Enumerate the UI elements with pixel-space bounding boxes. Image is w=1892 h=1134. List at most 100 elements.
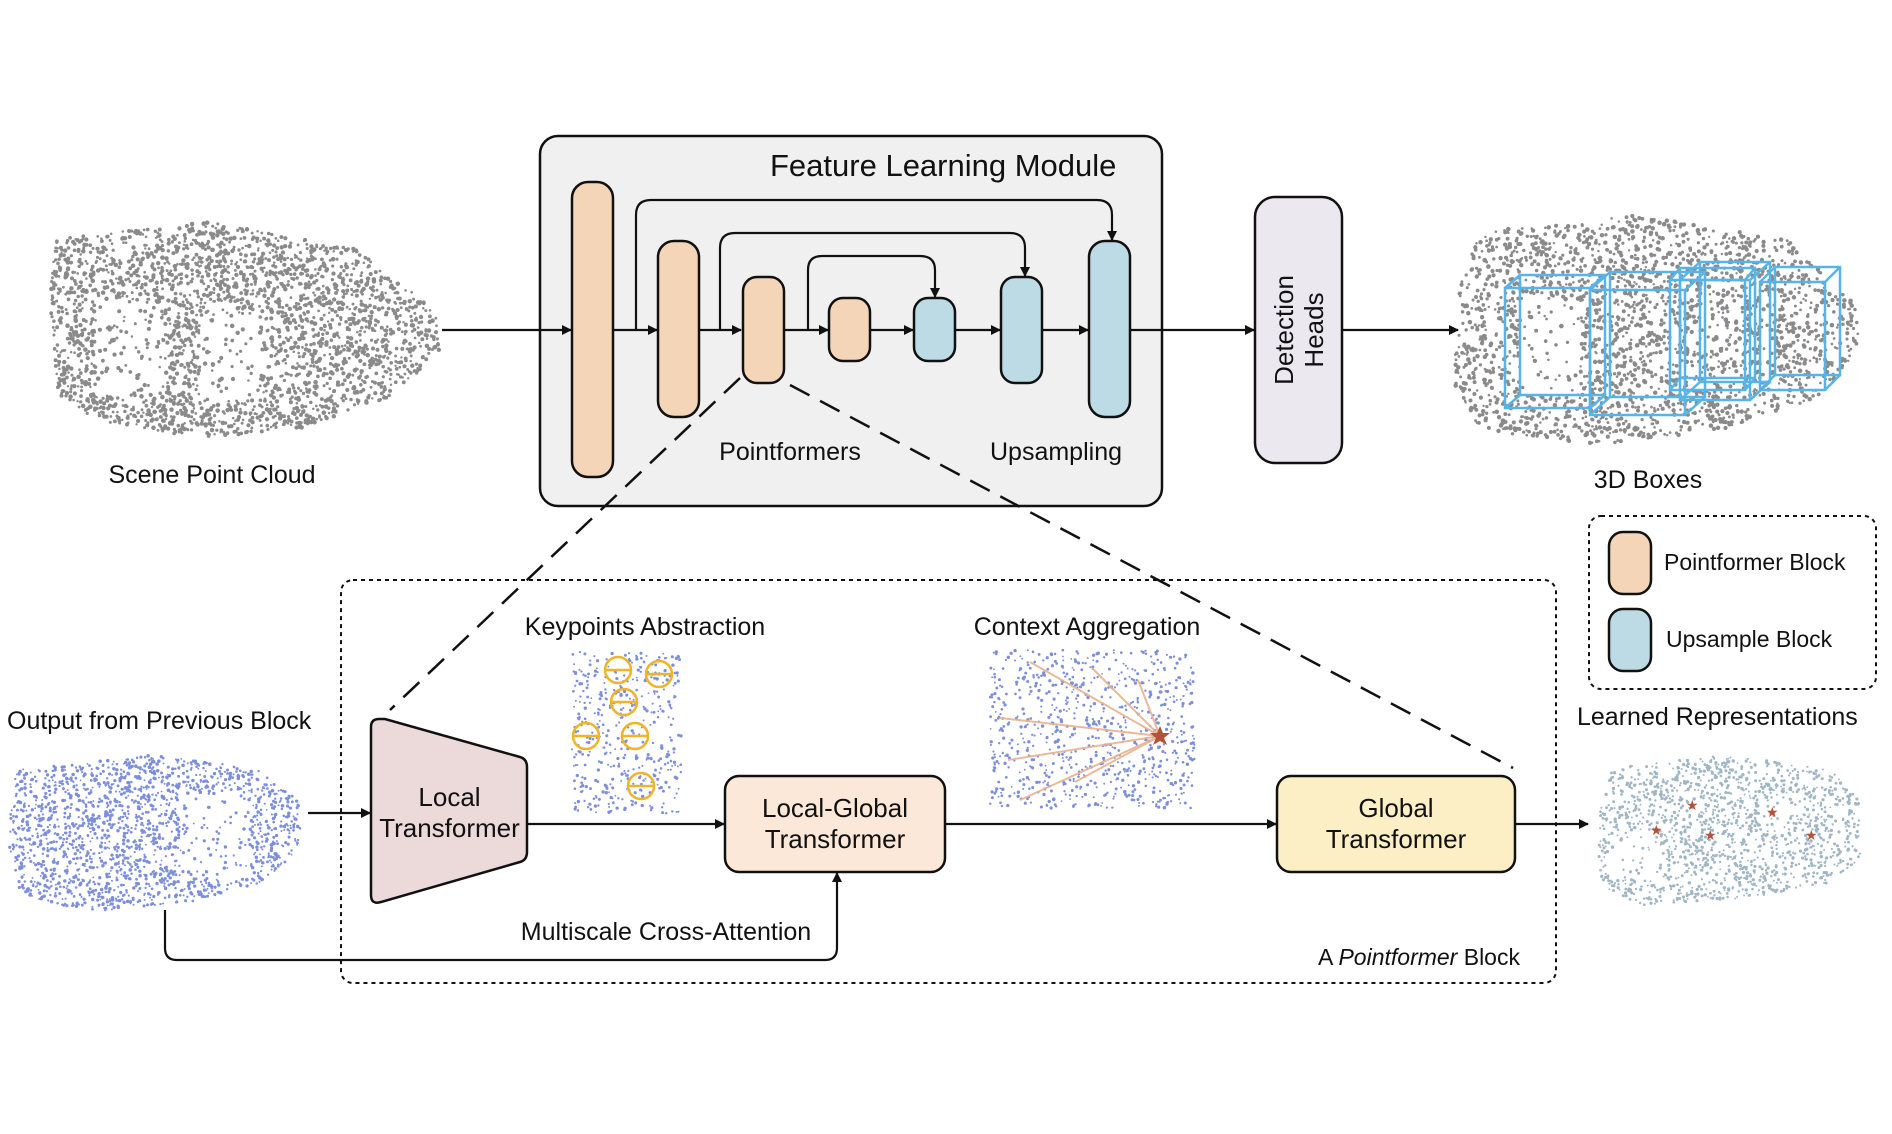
point (1658, 403, 1662, 408)
point (1467, 388, 1472, 392)
point (1662, 321, 1666, 325)
point (365, 352, 370, 358)
point (173, 244, 179, 249)
point (164, 277, 170, 283)
point (1641, 371, 1645, 375)
point (60, 310, 65, 314)
point (1605, 226, 1610, 231)
point (201, 292, 207, 298)
point (225, 295, 230, 299)
point (1793, 366, 1797, 370)
point (373, 390, 378, 396)
point (377, 354, 382, 359)
point (317, 367, 323, 373)
point (1624, 260, 1629, 265)
point (356, 402, 360, 406)
point (349, 380, 353, 385)
point (250, 265, 255, 270)
point (90, 278, 96, 284)
point (341, 295, 346, 299)
point (434, 316, 438, 320)
point (244, 291, 249, 296)
point (370, 314, 374, 318)
point (419, 320, 424, 324)
point (1805, 369, 1808, 373)
point (291, 318, 297, 323)
point (1653, 426, 1656, 429)
point (193, 335, 197, 338)
point (74, 324, 79, 329)
point (418, 314, 424, 320)
point (354, 293, 359, 298)
point (1791, 321, 1796, 326)
point (1804, 358, 1808, 362)
point (110, 271, 115, 276)
point (1593, 344, 1597, 349)
point (57, 275, 61, 278)
point (309, 275, 313, 280)
point (299, 258, 303, 262)
point (1598, 380, 1604, 385)
point (1739, 420, 1744, 425)
point (313, 294, 317, 297)
point (264, 417, 270, 422)
point (259, 239, 262, 243)
point (69, 260, 73, 265)
point (1638, 357, 1643, 361)
point (1537, 411, 1542, 416)
point (321, 410, 327, 416)
point (379, 325, 384, 330)
point (430, 318, 435, 323)
point (166, 241, 171, 246)
point (1718, 348, 1724, 353)
point (55, 372, 58, 376)
point (295, 276, 299, 280)
point (433, 330, 439, 335)
point (1711, 366, 1716, 371)
point (216, 293, 221, 298)
point (97, 413, 102, 418)
point (289, 336, 293, 340)
point (152, 396, 157, 401)
point (145, 342, 150, 346)
point (387, 301, 390, 304)
point (354, 340, 359, 344)
point (1544, 252, 1548, 257)
point (1561, 253, 1565, 257)
point (243, 402, 247, 406)
point (1489, 385, 1494, 390)
point (421, 300, 426, 305)
point (1614, 242, 1619, 246)
point (1566, 374, 1570, 379)
point (189, 419, 192, 423)
point (1598, 409, 1602, 413)
point (1739, 373, 1743, 377)
point (104, 296, 109, 301)
point (176, 315, 181, 320)
point (111, 288, 116, 293)
point (175, 371, 179, 375)
point (324, 248, 328, 252)
point (1817, 270, 1821, 274)
point (1565, 269, 1570, 274)
point (1758, 393, 1762, 397)
point (1812, 356, 1816, 360)
point (1711, 426, 1717, 432)
point (417, 320, 421, 325)
point (292, 272, 297, 276)
point (321, 302, 326, 308)
point (1657, 247, 1662, 252)
point (169, 362, 173, 366)
point (180, 412, 184, 416)
point (387, 393, 391, 398)
point (127, 299, 132, 304)
point (1578, 396, 1582, 400)
point (384, 395, 389, 400)
point (161, 338, 166, 343)
point (1535, 424, 1539, 428)
point (1591, 425, 1594, 428)
point (182, 343, 187, 348)
point (1644, 265, 1648, 269)
point (69, 254, 73, 258)
point (1487, 274, 1492, 279)
